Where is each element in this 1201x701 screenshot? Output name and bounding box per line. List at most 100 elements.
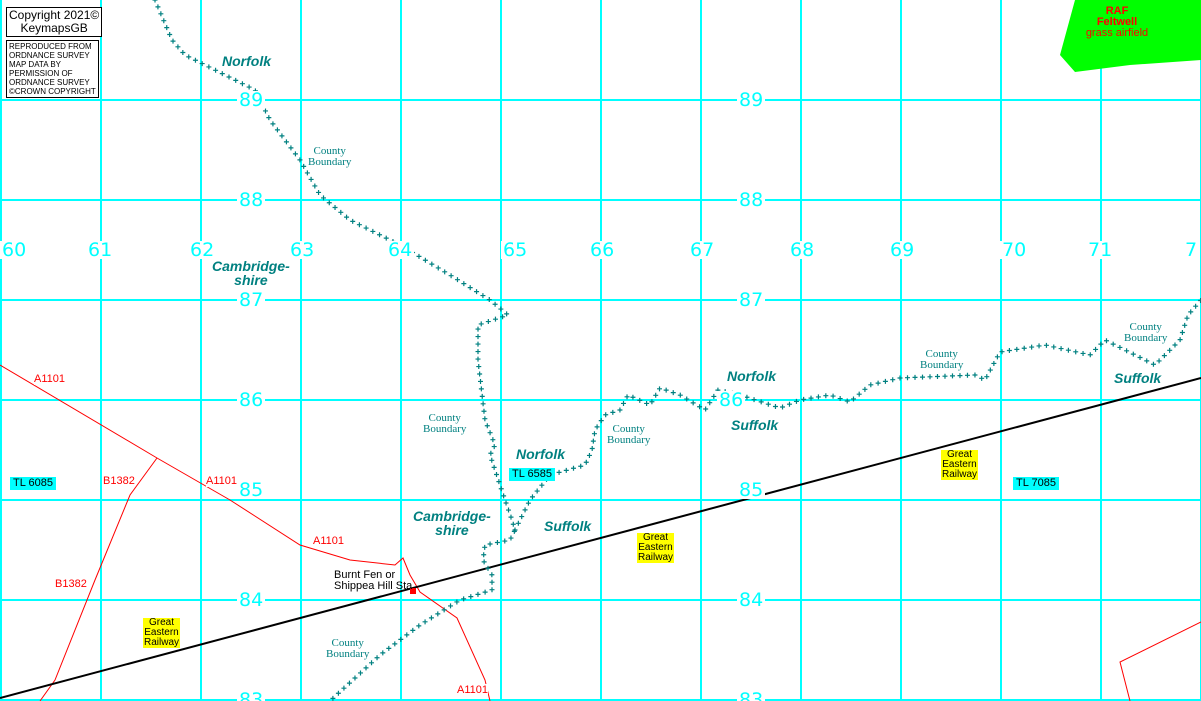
boundary-cross [522, 507, 528, 513]
boundary-label-line: Boundary [423, 423, 467, 435]
boundary-cross [475, 591, 481, 597]
boundary-cross [482, 544, 488, 550]
boundary-cross [422, 619, 428, 625]
northing-label: 87 [737, 289, 766, 311]
boundary-cross [279, 133, 285, 139]
permission-line: ORDNANCE SURVEY [9, 51, 90, 60]
boundary-cross [510, 521, 516, 527]
boundary-cross [448, 273, 454, 279]
boundary-cross [594, 424, 600, 430]
permission-line: MAP DATA BY [9, 60, 62, 69]
boundary-cross [330, 695, 336, 701]
boundary-cross [481, 559, 487, 565]
northing-label: 86 [717, 389, 746, 411]
boundary-cross [707, 400, 713, 406]
boundary-cross [744, 394, 750, 400]
boundary-cross [875, 380, 881, 386]
boundary-cross [979, 375, 985, 381]
station-marker[interactable] [410, 588, 416, 594]
road-a1101 [0, 364, 491, 701]
boundary-cross [1188, 309, 1194, 315]
boundary-cross [332, 205, 338, 211]
boundary-cross [1193, 303, 1199, 309]
easting-label: 68 [788, 239, 817, 261]
road-label-b1382: B1382 [103, 475, 135, 487]
boundary-cross [630, 394, 636, 400]
boundary-cross [199, 61, 205, 67]
boundary-cross [815, 394, 821, 400]
boundary-cross [492, 316, 498, 322]
northing-label: 89 [237, 89, 266, 111]
boundary-cross [610, 409, 616, 415]
boundary-cross [481, 552, 487, 558]
boundary-cross [274, 127, 280, 133]
boundary-cross [991, 360, 997, 366]
boundary-cross [380, 650, 386, 656]
boundary-cross [338, 209, 344, 215]
boundary-label-line: County [331, 637, 364, 649]
boundary-cross [539, 482, 545, 488]
boundary-cross [1021, 345, 1027, 351]
county-label-line: shire [435, 522, 469, 538]
easting-label: 64 [386, 239, 415, 261]
boundary-cross [1179, 329, 1185, 335]
boundary-cross [312, 183, 318, 189]
boundary-label-line: Boundary [920, 359, 964, 371]
boundary-cross [435, 265, 441, 271]
boundary-label-line: County [925, 348, 958, 360]
county-label-cambridgeshire: Cambridge-shire [212, 259, 290, 287]
boundary-cross [957, 373, 963, 379]
boundary-cross [1184, 315, 1190, 321]
boundary-cross [491, 464, 497, 470]
boundary-cross [297, 157, 303, 163]
boundary-cross [670, 390, 676, 396]
grid-ref-label: TL 7085 [1013, 477, 1059, 490]
boundary-cross [515, 520, 521, 526]
railway-label-line: Railway [144, 637, 180, 648]
boundary-cross [1103, 338, 1109, 344]
boundary-label-line: Boundary [1124, 332, 1168, 344]
boundary-cross [801, 396, 807, 402]
boundary-cross [1172, 342, 1178, 348]
railway-label-line: Railway [942, 469, 978, 480]
boundary-cross [1036, 343, 1042, 349]
boundary-cross [482, 416, 488, 422]
boundary-cross [649, 399, 655, 405]
boundary-cross [653, 392, 659, 398]
boundary-cross [489, 457, 495, 463]
boundary-label-line: County [612, 423, 645, 435]
permission-box: REPRODUCED FROM ORDNANCE SURVEY MAP DATA… [6, 40, 99, 98]
boundary-cross [690, 400, 696, 406]
boundary-cross [442, 269, 448, 275]
county-label-cambridgeshire: Cambridge-shire [413, 509, 491, 537]
boundary-cross [850, 396, 856, 402]
northing-label: 86 [237, 389, 266, 411]
airfield-label[interactable]: RAF Feltwell grass airfield [1082, 6, 1152, 39]
boundary-cross [862, 386, 868, 392]
boundary-cross [586, 452, 592, 458]
boundary-cross [233, 77, 239, 83]
boundary-cross [479, 393, 485, 399]
boundary-cross [246, 84, 252, 90]
boundary-cross [905, 375, 911, 381]
boundary-cross [226, 74, 232, 80]
boundary-cross [435, 611, 441, 617]
boundary-cross [304, 170, 310, 176]
boundary-cross [637, 397, 643, 403]
boundary-cross [489, 572, 495, 578]
road-label-a1101: A1101 [206, 475, 237, 487]
boundary-cross [478, 386, 484, 392]
boundary-cross [270, 121, 276, 127]
northing-label: 85 [737, 479, 766, 501]
northing-label: 85 [237, 479, 266, 501]
boundary-cross [1058, 346, 1064, 352]
boundary-label-line: Boundary [326, 648, 370, 660]
boundary-cross [534, 488, 540, 494]
railway-label-line: Great [643, 532, 669, 543]
easting-label: 66 [588, 239, 617, 261]
